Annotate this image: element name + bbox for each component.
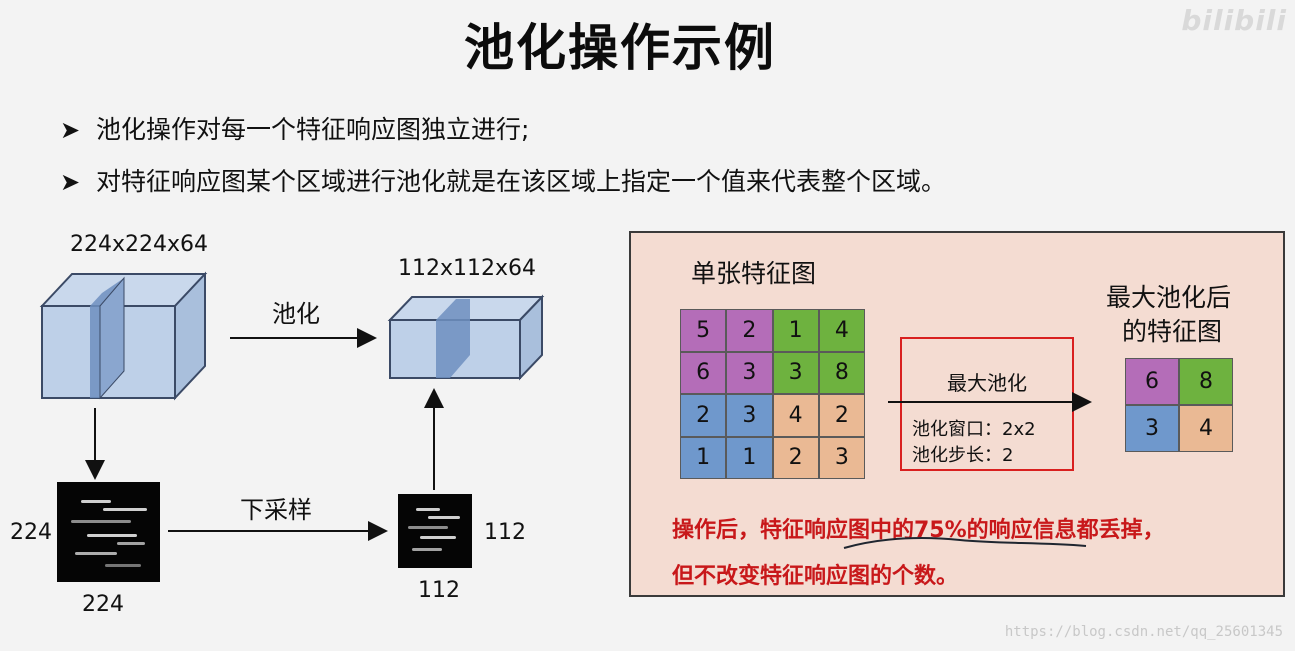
output-volume-cube [387,294,545,381]
stride-param: 池化步长：2 [912,445,1014,466]
downsample-label: 下采样 [240,496,312,524]
pooling-diagram [39,271,545,541]
bullet-text: 池化操作对每一个特征响应图独立进行; [96,115,530,144]
grid-cell: 4 [1179,405,1233,452]
grid-cell: 2 [818,394,865,437]
result-title-line1: 最大池化后 [1106,283,1232,312]
grid-cell: 6 [680,351,727,394]
grid-cell: 1 [726,436,773,479]
grid-cell: 1 [680,436,727,479]
grid-cell: 2 [680,394,727,437]
arrow-bullet-icon: ➤ [60,116,81,144]
page-title: 池化操作示例 [464,19,776,77]
arrow-bullet-icon: ➤ [60,168,81,196]
operation-label: 最大池化 [947,371,1027,395]
grid-cell: 1 [772,309,819,352]
output-map-width: 112 [418,578,460,603]
input-map-width: 224 [82,592,124,617]
input-dims-label: 224x224x64 [70,232,209,257]
grid-cell: 4 [772,394,819,437]
result-title-line2: 的特征图 [1122,317,1223,346]
underline-annotation [843,537,1087,549]
output-map-height: 112 [484,520,526,545]
grid-cell: 2 [772,436,819,479]
grid-cell: 3 [726,351,773,394]
bullet-item: ➤ 对特征响应图某个区域进行池化就是在该区域上指定一个值来代表整个区域。 [60,162,946,198]
grid-cell: 8 [1179,358,1233,405]
input-map-height: 224 [10,520,52,545]
note-line2: 但不改变特征响应图的个数。 [672,564,959,589]
bilibili-logo: bilibili [1181,4,1287,37]
bullet-text: 对特征响应图某个区域进行池化就是在该区域上指定一个值来代表整个区域。 [96,167,947,196]
input-volume-cube [39,271,208,401]
output-feature-map-image [398,494,472,568]
result-arrow [888,392,1092,412]
grid-cell: 3 [772,351,819,394]
grid-cell: 5 [680,309,727,352]
grid-cell: 4 [818,309,865,352]
output-dims-label: 112x112x64 [398,256,537,281]
grid-cell: 3 [726,394,773,437]
single-feature-map-title: 单张特征图 [691,259,817,288]
pool-label: 池化 [272,300,320,328]
grid-cell: 2 [726,309,773,352]
input-feature-map-image [57,482,160,582]
watermark-url: https://blog.csdn.net/qq_25601345 [1004,624,1283,640]
grid-cell: 8 [818,351,865,394]
grid-cell: 3 [1125,405,1179,452]
bullet-item: ➤ 池化操作对每一个特征响应图独立进行; [60,110,529,146]
window-param: 池化窗口：2x2 [912,419,1036,440]
grid-cell: 6 [1125,358,1179,405]
grid-cell: 3 [818,436,865,479]
